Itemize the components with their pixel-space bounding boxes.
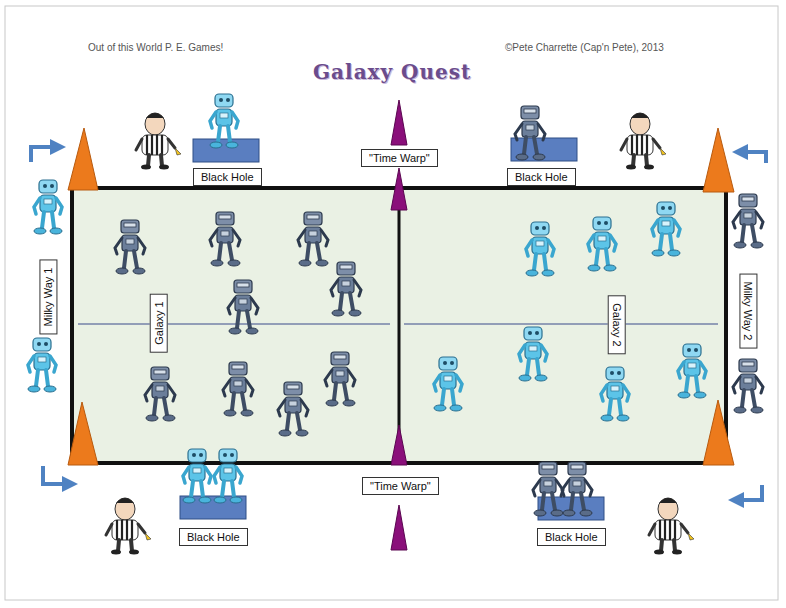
label-text: Milky Way 1 [41, 268, 55, 327]
label-text: Galaxy 1 [152, 301, 166, 344]
galaxy-label: Galaxy 2 [608, 295, 626, 354]
time-warp-label: "Time Warp" [362, 477, 439, 495]
header-note: ©Pete Charrette (Cap'n Pete), 2013 [505, 42, 664, 53]
galaxy-label: Galaxy 1 [150, 293, 168, 352]
milky-way-label: Milky Way 1 [39, 260, 57, 335]
black-hole-label: Black Hole [193, 168, 262, 186]
label-text: Black Hole [545, 530, 598, 544]
black-hole-label: Black Hole [179, 528, 248, 546]
label-text: "Time Warp" [369, 151, 430, 165]
game-title: Galaxy Quest [313, 60, 471, 84]
black-hole-label: Black Hole [507, 168, 576, 186]
label-text: "Time Warp" [370, 479, 431, 493]
header-note: Out of this World P. E. Games! [88, 42, 223, 53]
time-warp-label: "Time Warp" [361, 149, 438, 167]
label-text: Milky Way 2 [741, 282, 755, 341]
label-text: Black Hole [201, 170, 254, 184]
milky-way-label: Milky Way 2 [739, 274, 757, 349]
label-text: Black Hole [515, 170, 568, 184]
black-hole-label: Black Hole [537, 528, 606, 546]
label-text: Black Hole [187, 530, 240, 544]
label-text: Galaxy 2 [610, 303, 624, 346]
